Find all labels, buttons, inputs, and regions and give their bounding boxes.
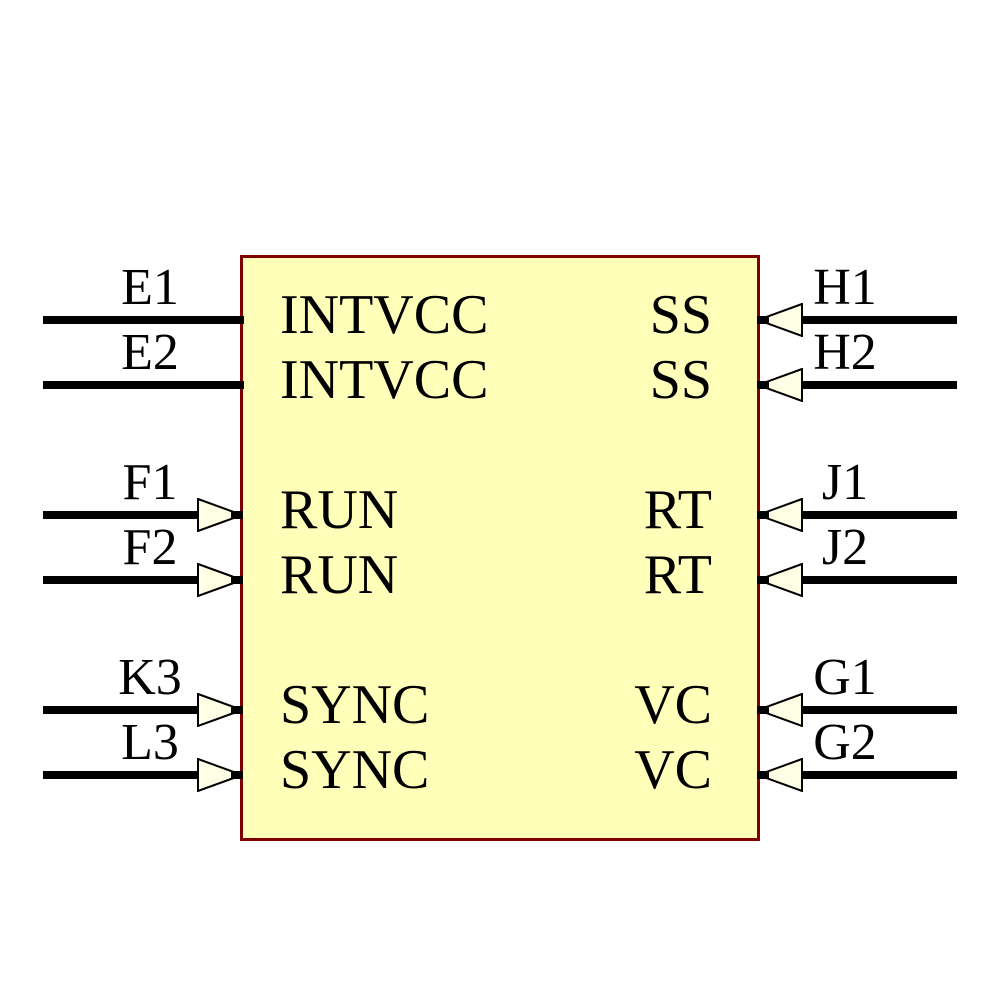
pin-name-sync-1: SYNC [280,674,430,736]
pin-designator-j2: J2 [821,519,869,576]
pin-designator-e2: E2 [121,324,179,381]
pin-wire-l3[interactable] [43,771,198,779]
pin-name-run-1: RUN [280,479,399,541]
pin-wire-e2[interactable] [43,381,244,389]
pin-name-intvcc-2: INTVCC [280,349,489,411]
pin-wire-e1[interactable] [43,316,244,324]
pin-wire-j1[interactable] [801,511,957,519]
pin-name-ss-1: SS [649,284,712,346]
pin-name-rt-2: RT [643,544,712,606]
pin-designator-h2: H2 [813,324,877,381]
pin-wire-g1[interactable] [801,706,957,714]
pin-designator-f1: F1 [122,454,178,511]
pin-wire-g2[interactable] [801,771,957,779]
pin-designator-k3: K3 [118,649,182,706]
component-body[interactable] [240,255,760,841]
pin-designator-g2: G2 [813,714,877,771]
pin-designator-l3: L3 [121,714,179,771]
pin-wire-h2[interactable] [801,381,957,389]
pin-name-vc-2: VC [634,739,712,801]
pin-name-vc-1: VC [634,674,712,736]
pin-wire-k3[interactable] [43,706,198,714]
pin-name-rt-1: RT [643,479,712,541]
pin-designator-f2: F2 [122,519,178,576]
pin-designator-g1: G1 [813,649,877,706]
pin-designator-e1: E1 [121,259,179,316]
pin-wire-h1[interactable] [801,316,957,324]
pin-name-run-2: RUN [280,544,399,606]
pin-name-sync-2: SYNC [280,739,430,801]
pin-name-ss-2: SS [649,349,712,411]
pin-wire-f2[interactable] [43,576,198,584]
pin-name-intvcc-1: INTVCC [280,284,489,346]
pin-wire-j2[interactable] [801,576,957,584]
pin-designator-h1: H1 [813,259,877,316]
pin-wire-f1[interactable] [43,511,198,519]
pin-designator-j1: J1 [821,454,869,511]
